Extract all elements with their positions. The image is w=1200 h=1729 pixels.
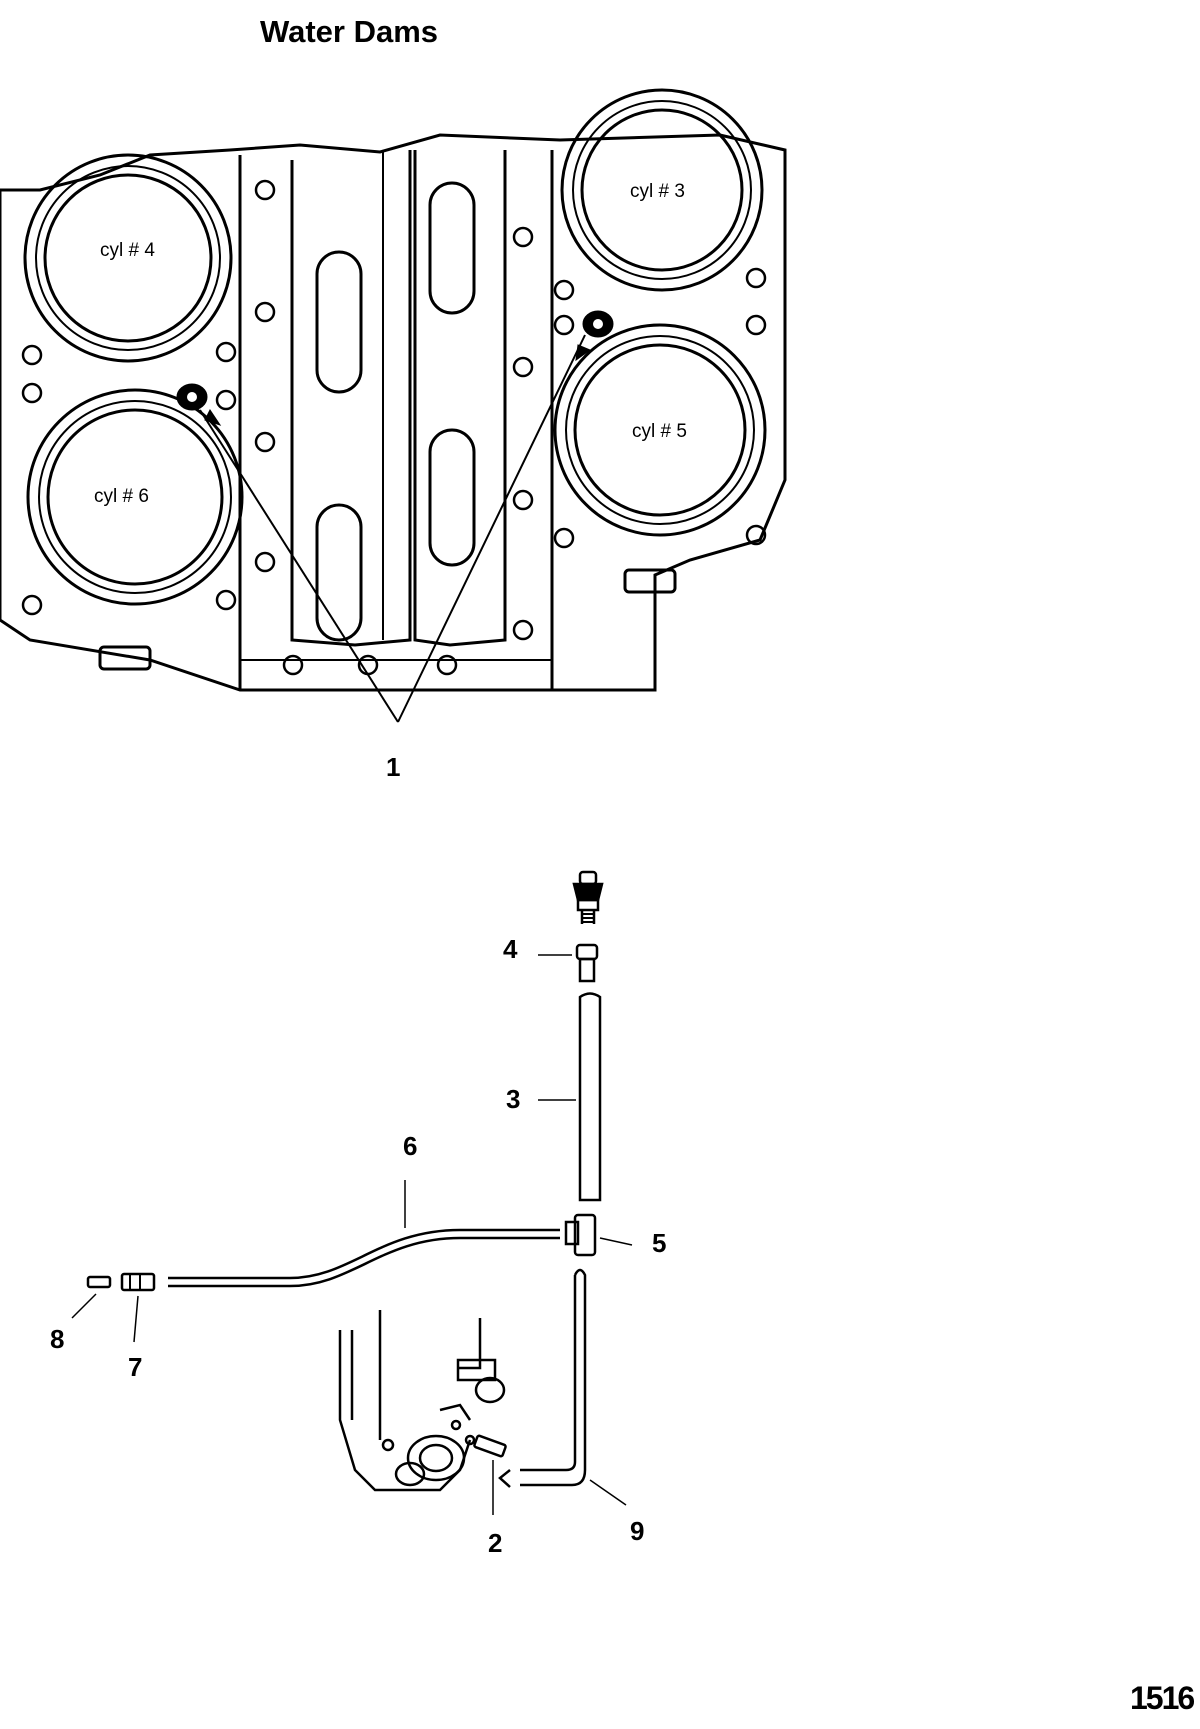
- cylinder-bore: [560, 88, 764, 292]
- callout-3: 3: [506, 1084, 520, 1114]
- water-dam: [582, 310, 614, 338]
- hose-assembly: [71, 870, 633, 1515]
- cylinder-bore: [553, 323, 767, 537]
- page-number: 1516: [1130, 1680, 1195, 1716]
- callout-6: 6: [403, 1131, 417, 1161]
- cylinder-bore: [26, 388, 244, 606]
- callout-2: 2: [488, 1528, 502, 1558]
- callout-9: 9: [630, 1516, 644, 1546]
- cyl-6-label: cyl # 6: [94, 486, 149, 507]
- port-oval: [315, 250, 363, 394]
- top-fitting: [572, 870, 604, 924]
- callout-5: 5: [652, 1228, 666, 1258]
- diagram-title: Water Dams: [260, 14, 439, 49]
- port-oval: [428, 181, 476, 315]
- slot: [98, 645, 152, 671]
- callout-4: 4: [503, 934, 518, 964]
- slot: [623, 568, 677, 594]
- leader-line: [397, 334, 586, 723]
- cylinder-block: [0, 88, 787, 723]
- cyl-4-label: cyl # 4: [100, 240, 155, 261]
- engine-block: [338, 1310, 506, 1492]
- cylinder-bore: [23, 153, 233, 363]
- cyl-5-label: cyl # 5: [632, 421, 687, 442]
- cyl-3-label: cyl # 3: [630, 181, 685, 202]
- leader-line: [199, 409, 399, 723]
- callout-7: 7: [128, 1352, 142, 1382]
- water-dam: [176, 383, 208, 411]
- callout-8: 8: [50, 1324, 64, 1354]
- port-oval: [315, 503, 363, 642]
- callout-1: 1: [386, 752, 400, 782]
- port-oval: [428, 428, 476, 567]
